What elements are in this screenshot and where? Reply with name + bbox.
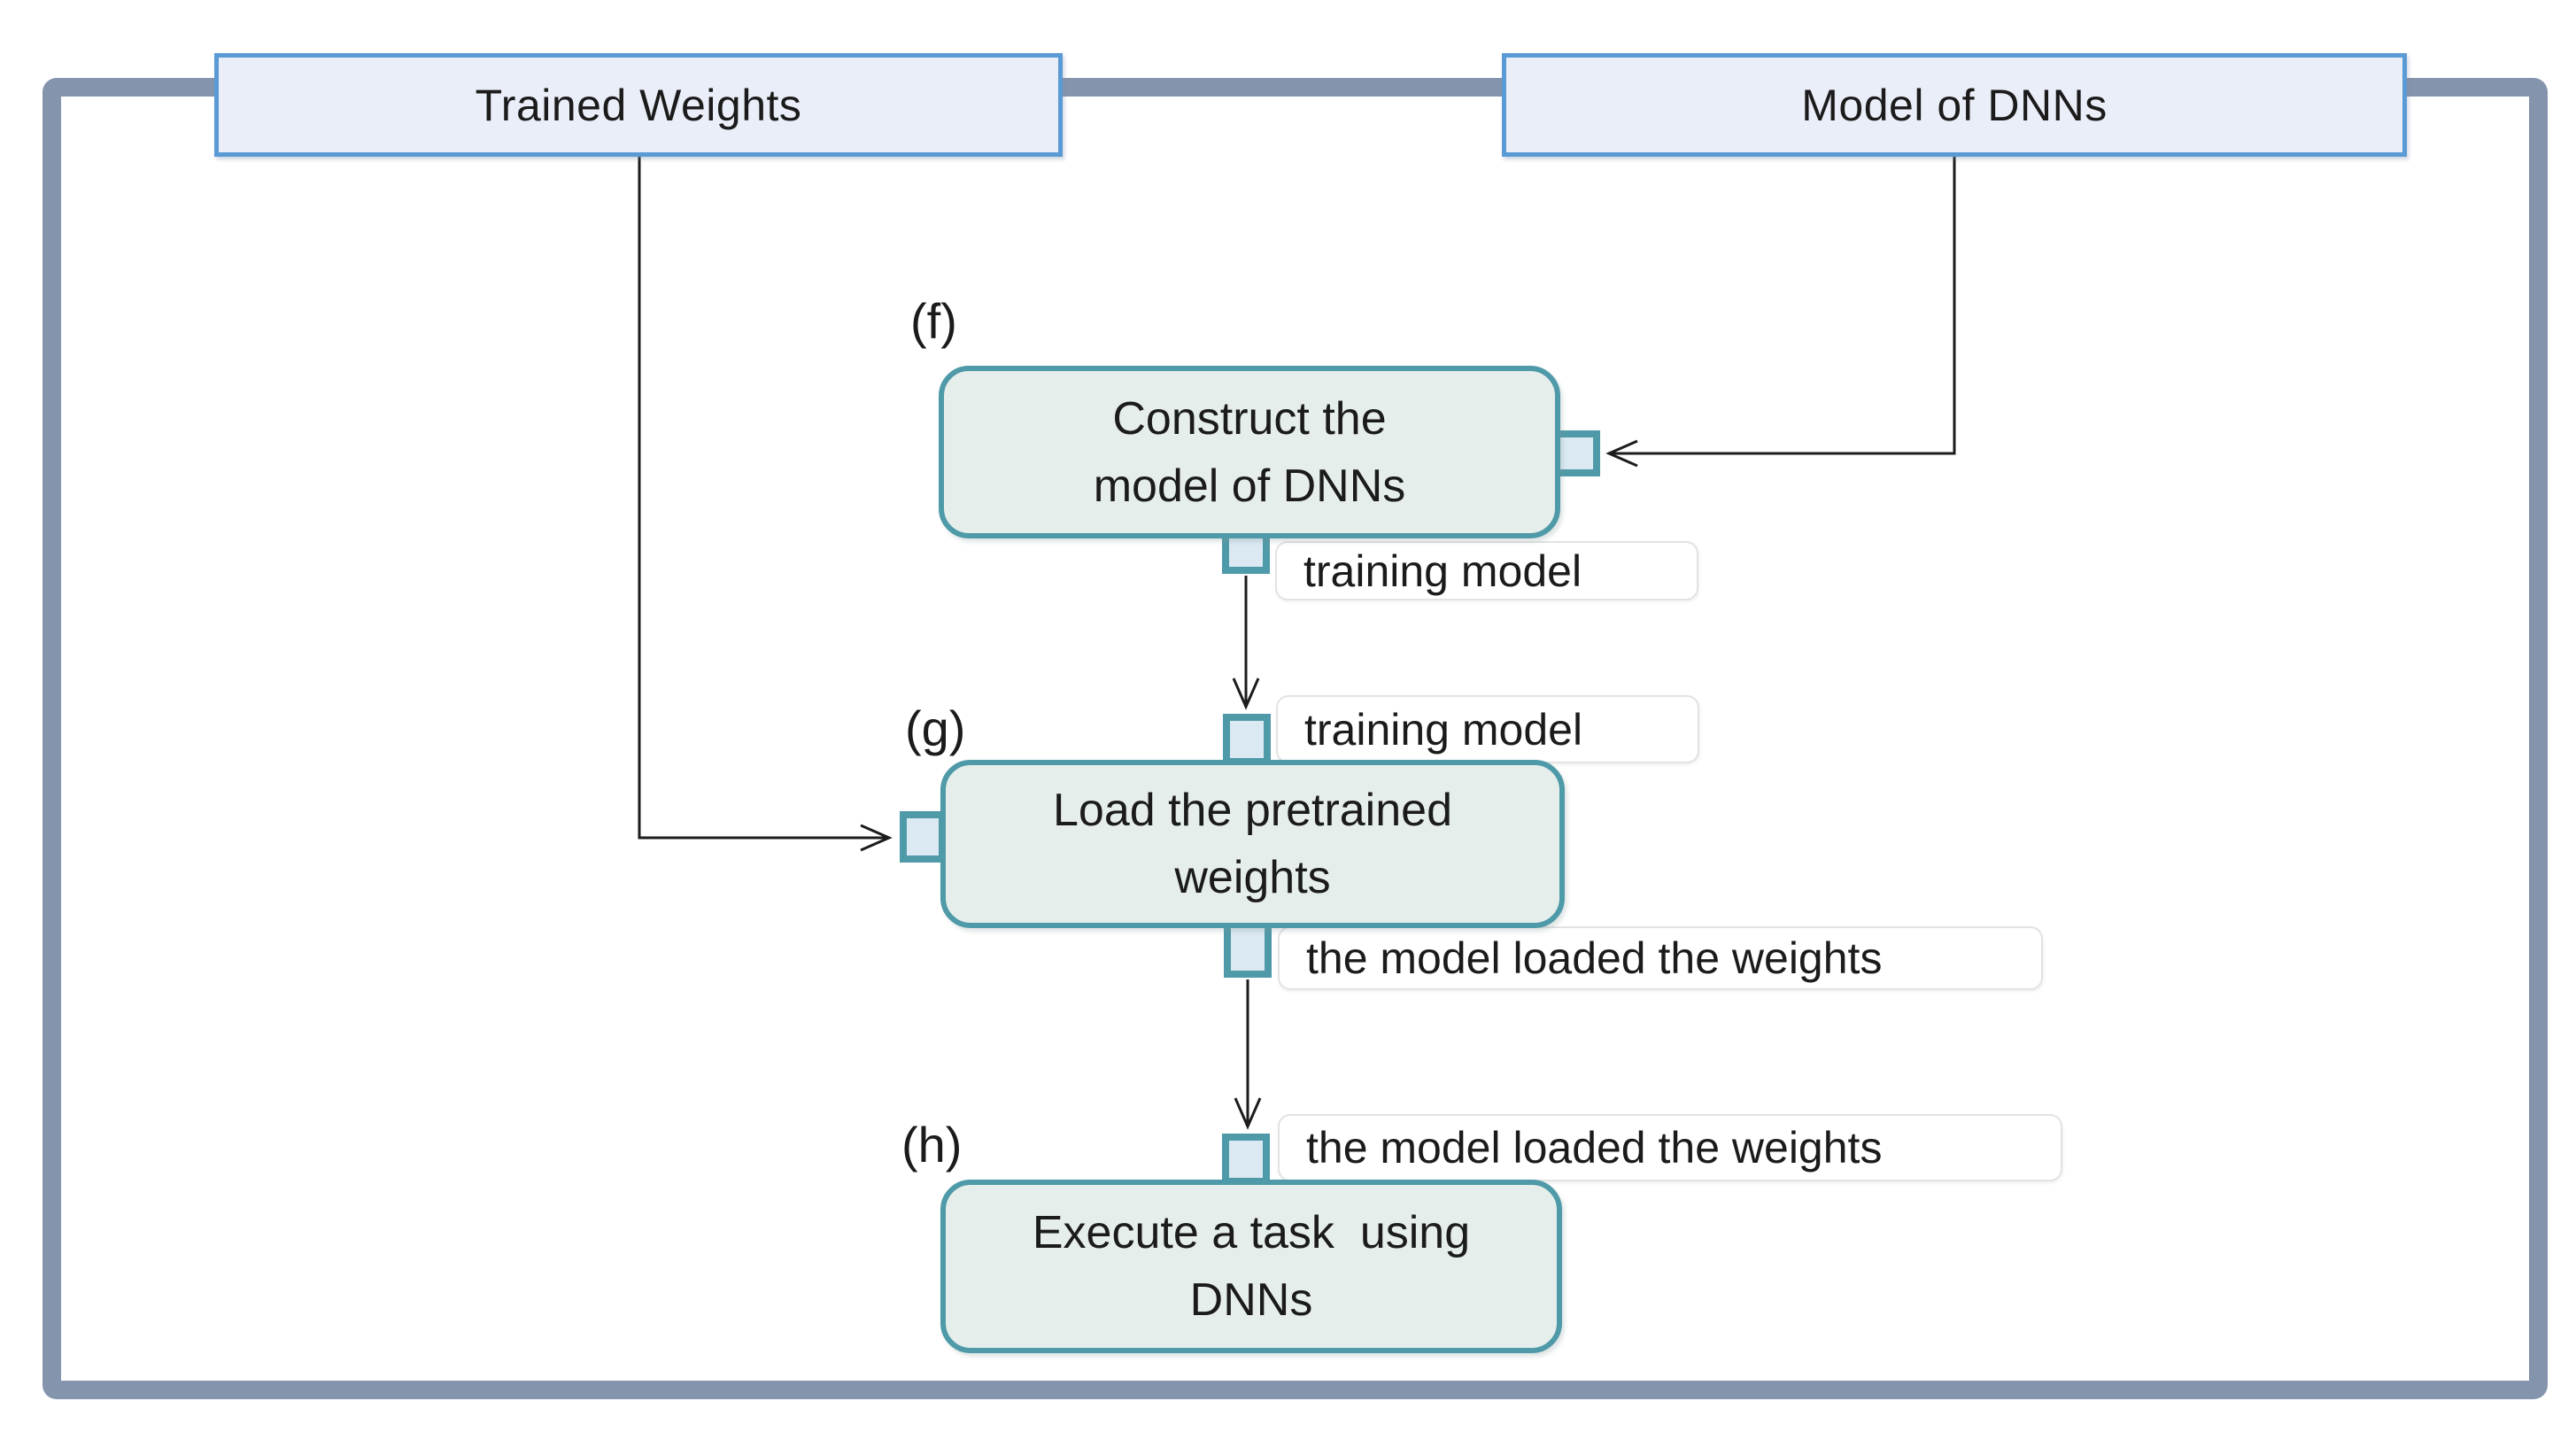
process-box-execute-task-line1: Execute a task using [1032, 1207, 1471, 1258]
source-box-model-of-dnns-label: Model of DNNs [1801, 80, 2108, 130]
process-box-load-weights-line2: weights [1174, 852, 1331, 903]
port-step-h-input-top [1222, 1134, 1270, 1185]
edge-label-model-loaded-weights-2: the model loaded the weights [1278, 1114, 2062, 1181]
edge-label-model-loaded-weights-1: the model loaded the weights [1278, 926, 2043, 990]
port-step-g-input-top [1223, 714, 1271, 765]
process-box-load-weights: Load the pretrained weights [940, 760, 1565, 928]
process-box-load-weights-line1: Load the pretrained [1052, 785, 1452, 836]
process-box-execute-task: Execute a task using DNNs [940, 1180, 1562, 1353]
process-box-execute-task-line2: DNNs [1189, 1274, 1313, 1326]
port-step-g-input-left [900, 811, 946, 863]
source-box-model-of-dnns: Model of DNNs [1502, 53, 2407, 157]
port-step-g-output-bottom [1224, 921, 1272, 978]
edge-label-training-model-2: training model [1276, 695, 1699, 763]
step-tag-g: (g) [905, 701, 966, 756]
edge-label-model-loaded-weights-1-text: the model loaded the weights [1306, 933, 1883, 983]
source-box-trained-weights-label: Trained Weights [475, 80, 802, 130]
process-box-construct-model-line2: model of DNNs [1093, 460, 1406, 512]
process-box-construct-model: Construct the model of DNNs [939, 366, 1560, 538]
source-box-trained-weights: Trained Weights [214, 53, 1063, 157]
edge-label-training-model-1-text: training model [1303, 546, 1582, 596]
step-tag-f: (f) [910, 293, 957, 349]
edge-label-training-model-2-text: training model [1304, 704, 1583, 755]
edge-label-training-model-1: training model [1275, 541, 1698, 600]
edge-label-model-loaded-weights-2-text: the model loaded the weights [1306, 1123, 1883, 1173]
step-tag-h: (h) [901, 1117, 963, 1173]
process-box-construct-model-line1: Construct the [1112, 392, 1387, 445]
